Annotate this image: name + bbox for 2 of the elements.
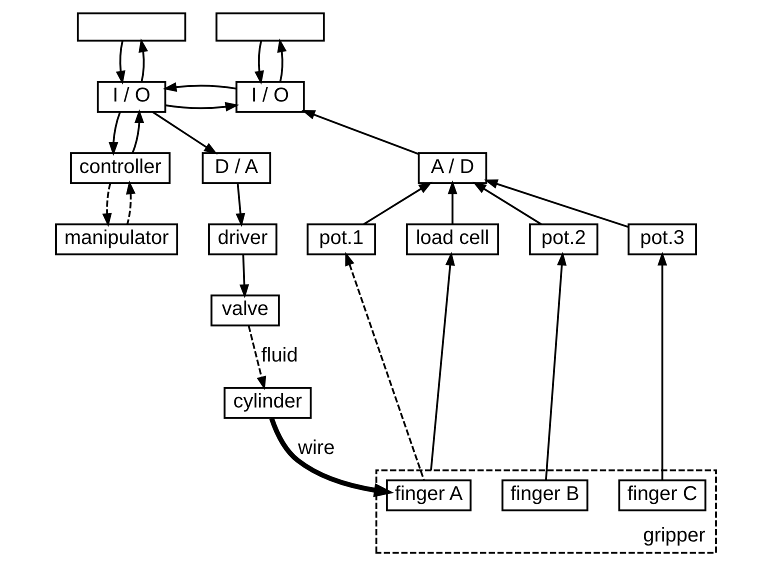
edge-label: fluid bbox=[260, 344, 298, 366]
edge-label: wire bbox=[298, 436, 334, 459]
